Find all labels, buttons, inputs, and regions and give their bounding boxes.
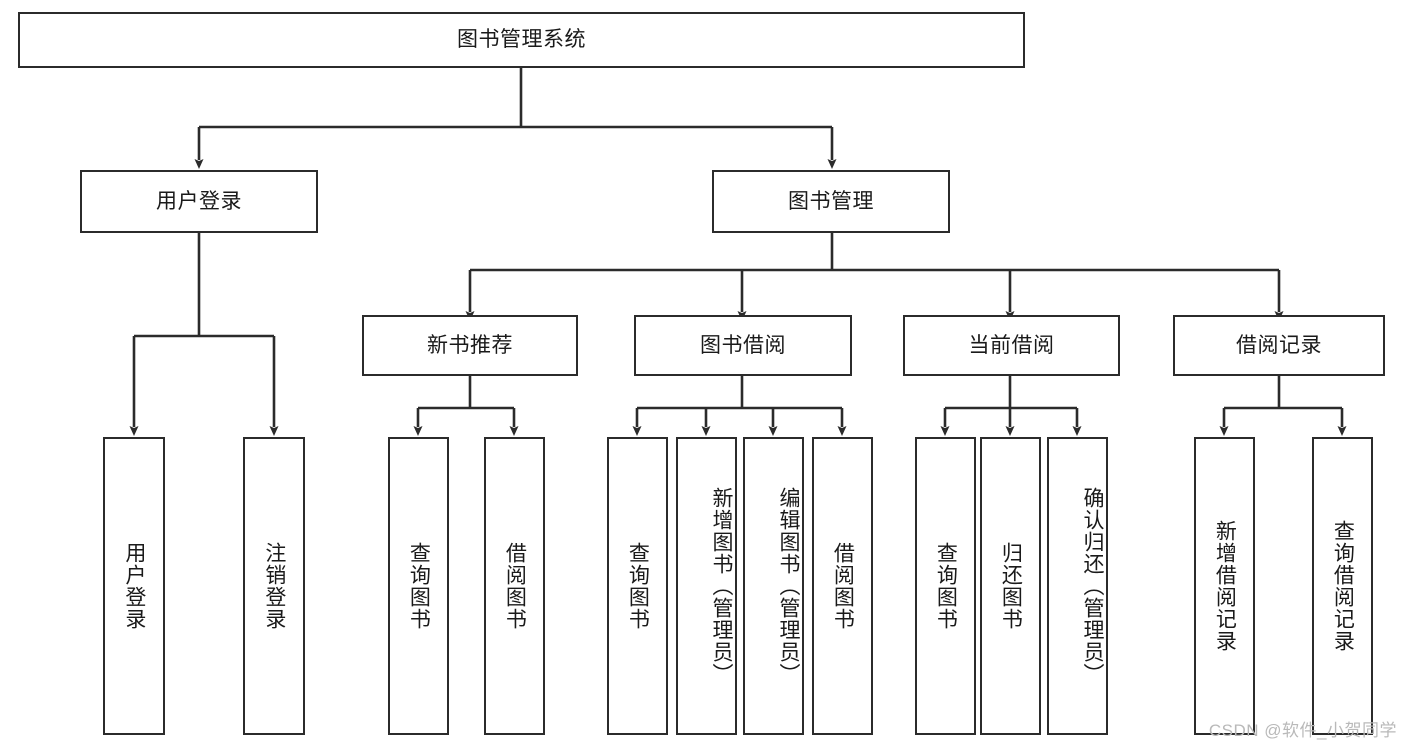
node-borrow-record-label: 借阅记录: [1236, 333, 1322, 357]
node-leaf-user-login[interactable]: 用户登录: [103, 437, 165, 735]
node-leaf-borrow-book-2[interactable]: 借阅图书: [812, 437, 873, 735]
node-leaf-query-book-1-label: 查询图书: [407, 542, 431, 630]
node-book-borrow-label: 图书借阅: [700, 333, 786, 357]
node-leaf-add-book[interactable]: 新增图书（管理员）: [676, 437, 737, 735]
node-leaf-confirm-return-label: 确认归还（管理员）: [1081, 487, 1104, 685]
node-book-borrow[interactable]: 图书借阅: [634, 315, 852, 376]
node-leaf-add-book-label: 新增图书（管理员）: [710, 487, 733, 685]
node-root-label: 图书管理系统: [457, 28, 586, 52]
node-leaf-return-book-label: 归还图书: [999, 542, 1023, 630]
node-leaf-borrow-book-1-label: 借阅图书: [503, 542, 527, 630]
node-current-borrow-label: 当前借阅: [968, 333, 1055, 357]
node-root[interactable]: 图书管理系统: [18, 12, 1025, 68]
node-leaf-query-record-label: 查询借阅记录: [1331, 520, 1355, 652]
node-leaf-user-login-label: 用户登录: [122, 542, 146, 630]
node-leaf-query-book-2[interactable]: 查询图书: [607, 437, 668, 735]
node-leaf-query-book-1[interactable]: 查询图书: [388, 437, 449, 735]
node-book-manage[interactable]: 图书管理: [712, 170, 950, 233]
node-leaf-borrow-book-1[interactable]: 借阅图书: [484, 437, 545, 735]
node-leaf-query-book-3[interactable]: 查询图书: [915, 437, 976, 735]
node-leaf-query-book-3-label: 查询图书: [934, 542, 958, 630]
node-leaf-logout-login[interactable]: 注销登录: [243, 437, 305, 735]
node-leaf-logout-login-label: 注销登录: [262, 542, 286, 630]
node-leaf-query-book-2-label: 查询图书: [626, 542, 650, 630]
node-new-book-recommend-label: 新书推荐: [427, 333, 513, 357]
node-leaf-edit-book-label: 编辑图书（管理员）: [777, 487, 800, 685]
node-user-login[interactable]: 用户登录: [80, 170, 318, 233]
node-user-login-label: 用户登录: [156, 189, 242, 213]
node-borrow-record[interactable]: 借阅记录: [1173, 315, 1385, 376]
node-leaf-return-book[interactable]: 归还图书: [980, 437, 1041, 735]
node-leaf-query-record[interactable]: 查询借阅记录: [1312, 437, 1373, 735]
node-leaf-add-record-label: 新增借阅记录: [1213, 520, 1237, 652]
node-leaf-edit-book[interactable]: 编辑图书（管理员）: [743, 437, 804, 735]
node-leaf-confirm-return[interactable]: 确认归还（管理员）: [1047, 437, 1108, 735]
node-current-borrow[interactable]: 当前借阅: [903, 315, 1120, 376]
node-leaf-add-record[interactable]: 新增借阅记录: [1194, 437, 1255, 735]
node-leaf-borrow-book-2-label: 借阅图书: [831, 542, 855, 630]
node-book-manage-label: 图书管理: [788, 189, 874, 213]
node-new-book-recommend[interactable]: 新书推荐: [362, 315, 578, 376]
